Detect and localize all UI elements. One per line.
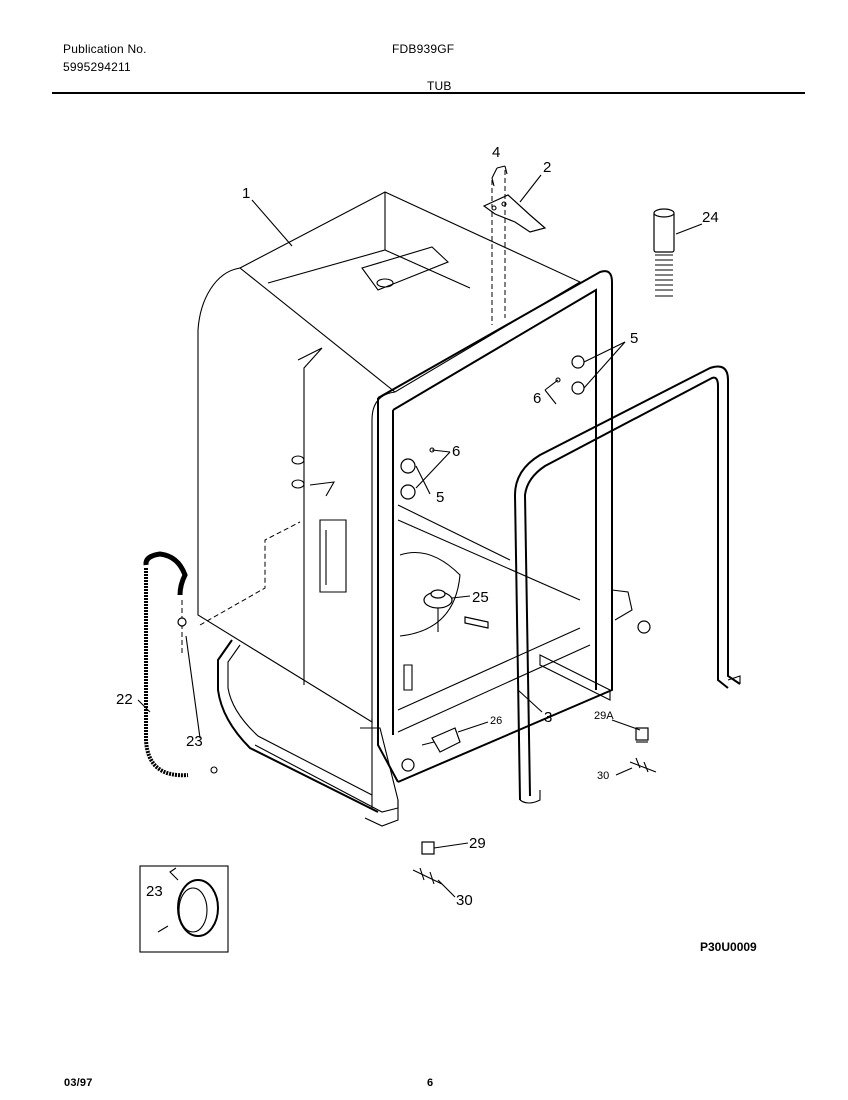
callout-23-inset: 23 — [146, 883, 163, 900]
tub-base — [217, 551, 461, 827]
callout-5-right: 5 — [630, 330, 638, 347]
page-number: 6 — [427, 1077, 434, 1089]
footer-date: 03/97 — [64, 1077, 93, 1089]
callout-25: 25 — [472, 589, 489, 606]
callout-29: 29 — [469, 835, 486, 852]
callout-5-left: 5 — [436, 489, 444, 506]
callout-23: 23 — [186, 733, 203, 750]
callout-6-left: 6 — [452, 443, 460, 460]
callout-24: 24 — [702, 209, 719, 226]
callout-4: 4 — [492, 144, 500, 161]
callout-26: 26 — [490, 715, 502, 727]
publication-label: Publication No. — [63, 42, 147, 56]
leveling-leg-right — [629, 727, 657, 773]
rack-rollers — [400, 355, 585, 500]
callout-30-right: 30 — [597, 770, 609, 782]
mounting-bracket — [482, 165, 547, 325]
float-assembly — [423, 589, 489, 632]
tub-body — [197, 191, 582, 808]
publication-number: 5995294211 — [63, 60, 131, 74]
callout-3: 3 — [544, 709, 552, 726]
drain-hose — [143, 521, 301, 778]
level-switch — [421, 727, 461, 753]
door-frame — [377, 270, 651, 783]
callout-30-bottom: 30 — [456, 892, 473, 909]
callout-2: 2 — [543, 159, 551, 176]
callout-29a: 29A — [594, 710, 614, 722]
callout-6-right: 6 — [533, 390, 541, 407]
door-gasket — [513, 365, 741, 804]
leveling-leg-bottom — [412, 841, 443, 885]
clamp-detail-inset — [139, 865, 229, 953]
model-number: FDB939GF — [392, 42, 455, 56]
callout-1: 1 — [242, 185, 250, 202]
leader-lines — [137, 165, 703, 898]
figure-code: P30U0009 — [700, 940, 757, 954]
section-title: TUB — [427, 79, 452, 93]
header-rule — [52, 92, 805, 94]
dispenser-cap — [653, 208, 675, 297]
callout-22: 22 — [116, 691, 133, 708]
